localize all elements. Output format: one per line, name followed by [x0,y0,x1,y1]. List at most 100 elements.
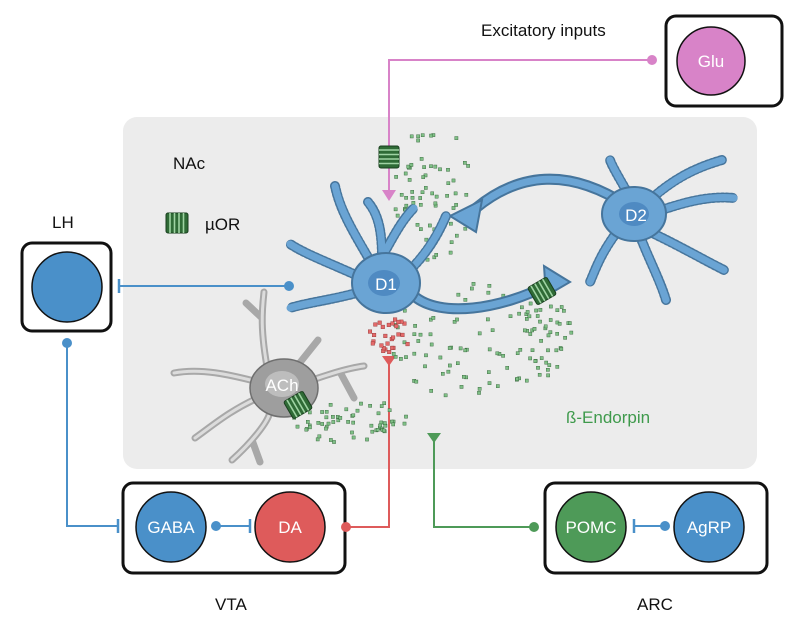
vesicle [413,324,417,328]
vesicle [420,133,425,138]
vesicle [344,407,349,412]
vesicle [416,339,421,343]
vesicle [422,165,426,169]
vesicle [525,317,529,321]
vesicle [324,410,329,414]
vesicle [391,422,396,427]
vesicle [406,164,411,169]
vesicle [471,282,476,286]
vesicle [459,385,464,389]
dopamine-vesicles [368,317,410,355]
agrp-label: AgRP [687,518,731,537]
glu-line-dot [647,55,657,65]
vesicle [443,393,448,398]
vesicle [326,421,331,426]
vesicle [391,352,396,356]
pomc-dot [529,522,539,532]
pomc-projection-line [433,439,534,528]
vesicle [410,195,415,200]
vesicle [463,348,468,353]
ach-label: ACh [265,376,298,395]
vesicle [487,347,492,352]
vesicle [538,308,543,312]
vesicle [448,250,453,255]
vesicle [486,317,490,322]
vesicle [470,286,474,291]
vesicle [395,213,400,218]
vesicle [416,138,420,143]
vesicle [543,324,548,329]
vesicle [373,322,378,327]
vesicle [403,171,408,176]
vesicle [320,410,324,414]
vesicle [486,290,491,295]
vesicle [377,320,382,325]
vesicle [477,387,482,391]
vesicle [431,316,436,320]
vesicle [390,345,395,350]
vesicle [331,415,335,419]
vesicle [379,404,384,408]
vesicle [487,370,491,374]
vesicle [517,311,521,316]
vesicle [382,428,386,433]
agrp-dot [660,521,670,531]
vesicle [378,423,382,428]
vesicle [404,414,408,419]
vesicle [515,377,519,381]
vesicle [568,321,572,325]
vesicle [496,384,500,388]
vesicle [448,363,452,368]
vesicle [456,292,461,297]
vesicle [527,314,532,319]
vesicle [508,314,513,319]
endorphin-arrowhead [427,433,441,443]
vesicle [537,373,542,377]
vesicle [446,181,451,186]
vesicle [351,420,356,425]
vesicle [316,421,321,425]
da-arrowhead [382,356,396,366]
vesicle [530,348,535,353]
vesicle [464,192,469,197]
vesicle [546,333,551,338]
d1-label: D1 [375,275,397,294]
d1-neuron [285,181,451,314]
da-label: DA [278,518,302,537]
vesicle [447,346,452,350]
vesicle [539,356,544,360]
vesicle [555,308,560,313]
vesicle [534,308,538,313]
vesicle [462,375,466,379]
nac-label: NAc [173,154,206,173]
vesicle [490,328,495,333]
vesicle [528,301,533,306]
vesicle [368,329,373,334]
vesicle [414,379,419,384]
vesicle [381,346,386,351]
agrp-node [673,491,745,563]
vesicle [559,347,564,351]
vesicle [424,237,429,242]
vesicle [487,284,492,288]
vesicle [536,366,540,370]
vesicle [421,175,426,179]
vesicle [555,365,560,369]
vesicle [430,191,435,196]
vesicle [411,201,416,205]
glu-node [676,26,746,96]
vesicle [404,203,409,208]
vesicle [429,342,434,347]
vesicle [419,157,424,161]
vesicle [386,322,391,327]
gaba-label: GABA [147,518,195,537]
vesicle [548,318,553,322]
vesicle [331,420,336,424]
vesicle [546,373,550,378]
vesicle [438,355,443,360]
vesicle [452,320,457,324]
vesicle [518,348,523,352]
vesicle [520,305,524,310]
vesicle [446,369,451,374]
d1-input-dot [284,281,294,291]
